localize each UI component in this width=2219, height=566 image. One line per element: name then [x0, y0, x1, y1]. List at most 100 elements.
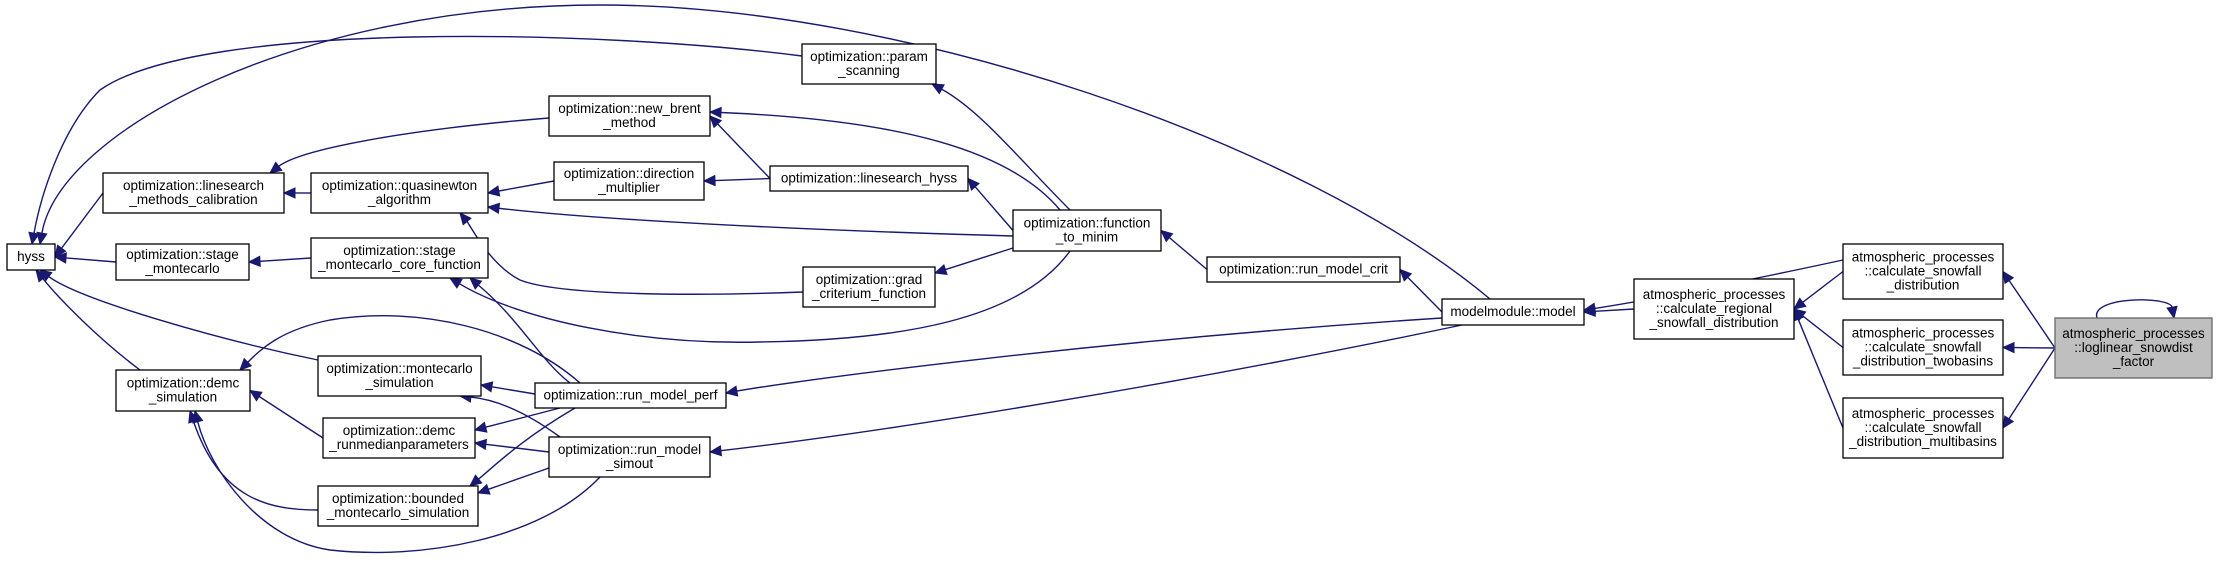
arrowhead-icon — [708, 106, 722, 119]
node-calc_regional[interactable]: atmospheric_processes::calculate_regiona… — [1633, 278, 1795, 340]
edge-stage_mc-to-hyss — [53, 252, 117, 264]
edge-line — [736, 317, 1443, 392]
node-bounded_mc[interactable]: optimization::bounded_montecarlo_simulat… — [317, 485, 479, 527]
edge-new_brent-to-linesearch_cal — [269, 117, 550, 174]
edge-line — [470, 396, 561, 438]
node-calc_twobasins[interactable]: atmospheric_processes::calculate_snowfal… — [1842, 319, 2004, 376]
node-run_model_crit[interactable]: optimization::run_model_crit — [1206, 256, 1401, 283]
arrowhead-icon — [2002, 270, 2015, 285]
arrowhead-icon — [282, 187, 296, 199]
edge-stage_mc_core-to-stage_mc — [247, 255, 312, 268]
arrowhead-icon — [2002, 415, 2015, 430]
node-box — [548, 436, 711, 478]
edge-function_to_minim-to-param_scan — [930, 83, 1071, 211]
node-box — [1633, 278, 1795, 340]
node-grad_crit[interactable]: optimization::grad_criterium_function — [802, 266, 936, 308]
edge-loglinear-to-calc_snowfall — [2002, 270, 2056, 349]
arrowhead-icon — [933, 264, 948, 275]
edge-line — [714, 177, 771, 182]
node-label-line: _simulation — [148, 390, 217, 405]
node-label-line: optimization::run_model — [558, 442, 701, 457]
node-box — [1842, 397, 2004, 459]
node-mc_sim[interactable]: optimization::montecarlo_simulation — [317, 355, 482, 397]
node-box — [1206, 256, 1401, 283]
arrowhead-icon — [473, 438, 488, 451]
arrowhead-icon — [702, 174, 716, 187]
edge-line — [717, 123, 771, 179]
node-label-line: optimization::quasinewton — [322, 178, 477, 193]
edge-line — [466, 221, 804, 295]
edge-line — [945, 247, 1014, 271]
edge-quasinewton-to-linesearch_cal — [282, 187, 311, 199]
node-label-line: optimization::stage — [126, 247, 239, 262]
edge-loglinear-to-loglinear — [2096, 299, 2178, 320]
node-stage_mc[interactable]: optimization::stage_montecarlo — [115, 243, 250, 281]
node-label-line: optimization::run_model_crit — [1219, 262, 1388, 277]
node-label-line: _distribution_twobasins — [1852, 354, 1994, 369]
edge-line — [974, 186, 1014, 231]
node-stage_mc_core[interactable]: optimization::stage_montecarlo_core_func… — [310, 237, 489, 279]
node-label-line: atmospheric_processes — [1643, 287, 1786, 302]
node-label-line: _distribution_multibasins — [1848, 434, 1997, 449]
edge-modelmodule-to-run_model_crit — [1399, 268, 1443, 313]
node-label-line: ::loglinear_snowdist — [2074, 340, 2193, 355]
node-label-line: _simulation — [364, 375, 433, 390]
node-run_model_perf[interactable]: optimization::run_model_perf — [534, 382, 727, 409]
arrowhead-icon — [247, 255, 261, 268]
arrowhead-icon — [28, 231, 40, 246]
edge-modelmodule-to-run_model_simout — [708, 324, 1463, 457]
edge-line — [42, 278, 141, 371]
edge-linesearch_cal-to-hyss — [54, 192, 104, 258]
node-hyss[interactable]: hyss — [6, 243, 56, 271]
node-demc_runmedian[interactable]: optimization::demc_runmedianparameters — [322, 417, 476, 459]
node-box — [102, 172, 285, 214]
node-function_to_minim[interactable]: optimization::function_to_minim — [1012, 209, 1162, 252]
node-quasinewton[interactable]: optimization::quasinewton_algorithm — [310, 172, 489, 214]
edge-function_to_minim-to-ls_hyss — [967, 177, 1014, 231]
node-demc_sim[interactable]: optimization::demc_simulation — [115, 369, 251, 412]
node-box — [310, 237, 489, 279]
node-param_scan[interactable]: optimization::param_scanning — [801, 43, 937, 85]
edge-line — [247, 315, 581, 384]
node-loglinear[interactable]: atmospheric_processes::loglinear_snowdis… — [2054, 317, 2213, 379]
arrowhead-icon — [1399, 268, 1413, 282]
arrowhead-icon — [476, 483, 491, 495]
edge-line — [1802, 270, 1844, 303]
edge-run_model_perf-to-demc_runmedian — [473, 407, 561, 433]
node-calc_snowfall[interactable]: atmospheric_processes::calculate_snowfal… — [1842, 243, 2004, 300]
edge-line — [498, 207, 1014, 237]
arrowhead-icon — [248, 389, 263, 402]
node-calc_multibasins[interactable]: atmospheric_processes::calculate_snowfal… — [1842, 397, 2004, 459]
node-label-line: _method — [602, 115, 656, 130]
node-label-line: atmospheric_processes — [2062, 326, 2205, 341]
edge-calc_multibasins-to-calc_regional — [1793, 307, 1844, 429]
node-label-line: _montecarlo_simulation — [326, 505, 470, 520]
edge-line — [498, 180, 555, 192]
node-box — [6, 243, 56, 271]
node-box — [317, 485, 479, 527]
node-modelmodule[interactable]: modelmodule::model — [1441, 298, 1585, 326]
node-label-line: _multiplier — [597, 180, 660, 195]
node-box — [1441, 298, 1585, 326]
node-run_model_simout[interactable]: optimization::run_model_simout — [548, 436, 711, 478]
node-direction_mult[interactable]: optimization::direction_multiplier — [553, 161, 705, 201]
arrowhead-icon — [54, 244, 67, 258]
node-label-line: atmospheric_processes — [1852, 250, 1995, 265]
edge-mc_sim-to-hyss — [39, 269, 319, 361]
node-ls_hyss[interactable]: optimization::linesearch_hyss — [769, 165, 969, 192]
arrowhead-icon — [473, 421, 488, 433]
node-box — [801, 43, 937, 85]
edge-run_model_perf-to-mc_sim — [479, 381, 536, 395]
edge-line — [1407, 276, 1443, 313]
node-label-line: ::calculate_regional — [1656, 301, 1772, 316]
edge-demc_sim-to-hyss — [35, 269, 141, 371]
node-new_brent[interactable]: optimization::new_brent_method — [548, 95, 711, 137]
edge-run_model_perf-to-stage_mc_core — [469, 277, 571, 384]
edge-run_model_simout-to-demc_runmedian — [473, 438, 550, 453]
node-linesearch_cal[interactable]: optimization::linesearch_methods_calibra… — [102, 172, 285, 214]
node-box — [2054, 317, 2213, 379]
node-label-line: optimization::montecarlo — [326, 361, 472, 376]
arrowhead-icon — [479, 381, 494, 393]
edge-bounded_mc-to-demc_sim — [188, 409, 319, 511]
